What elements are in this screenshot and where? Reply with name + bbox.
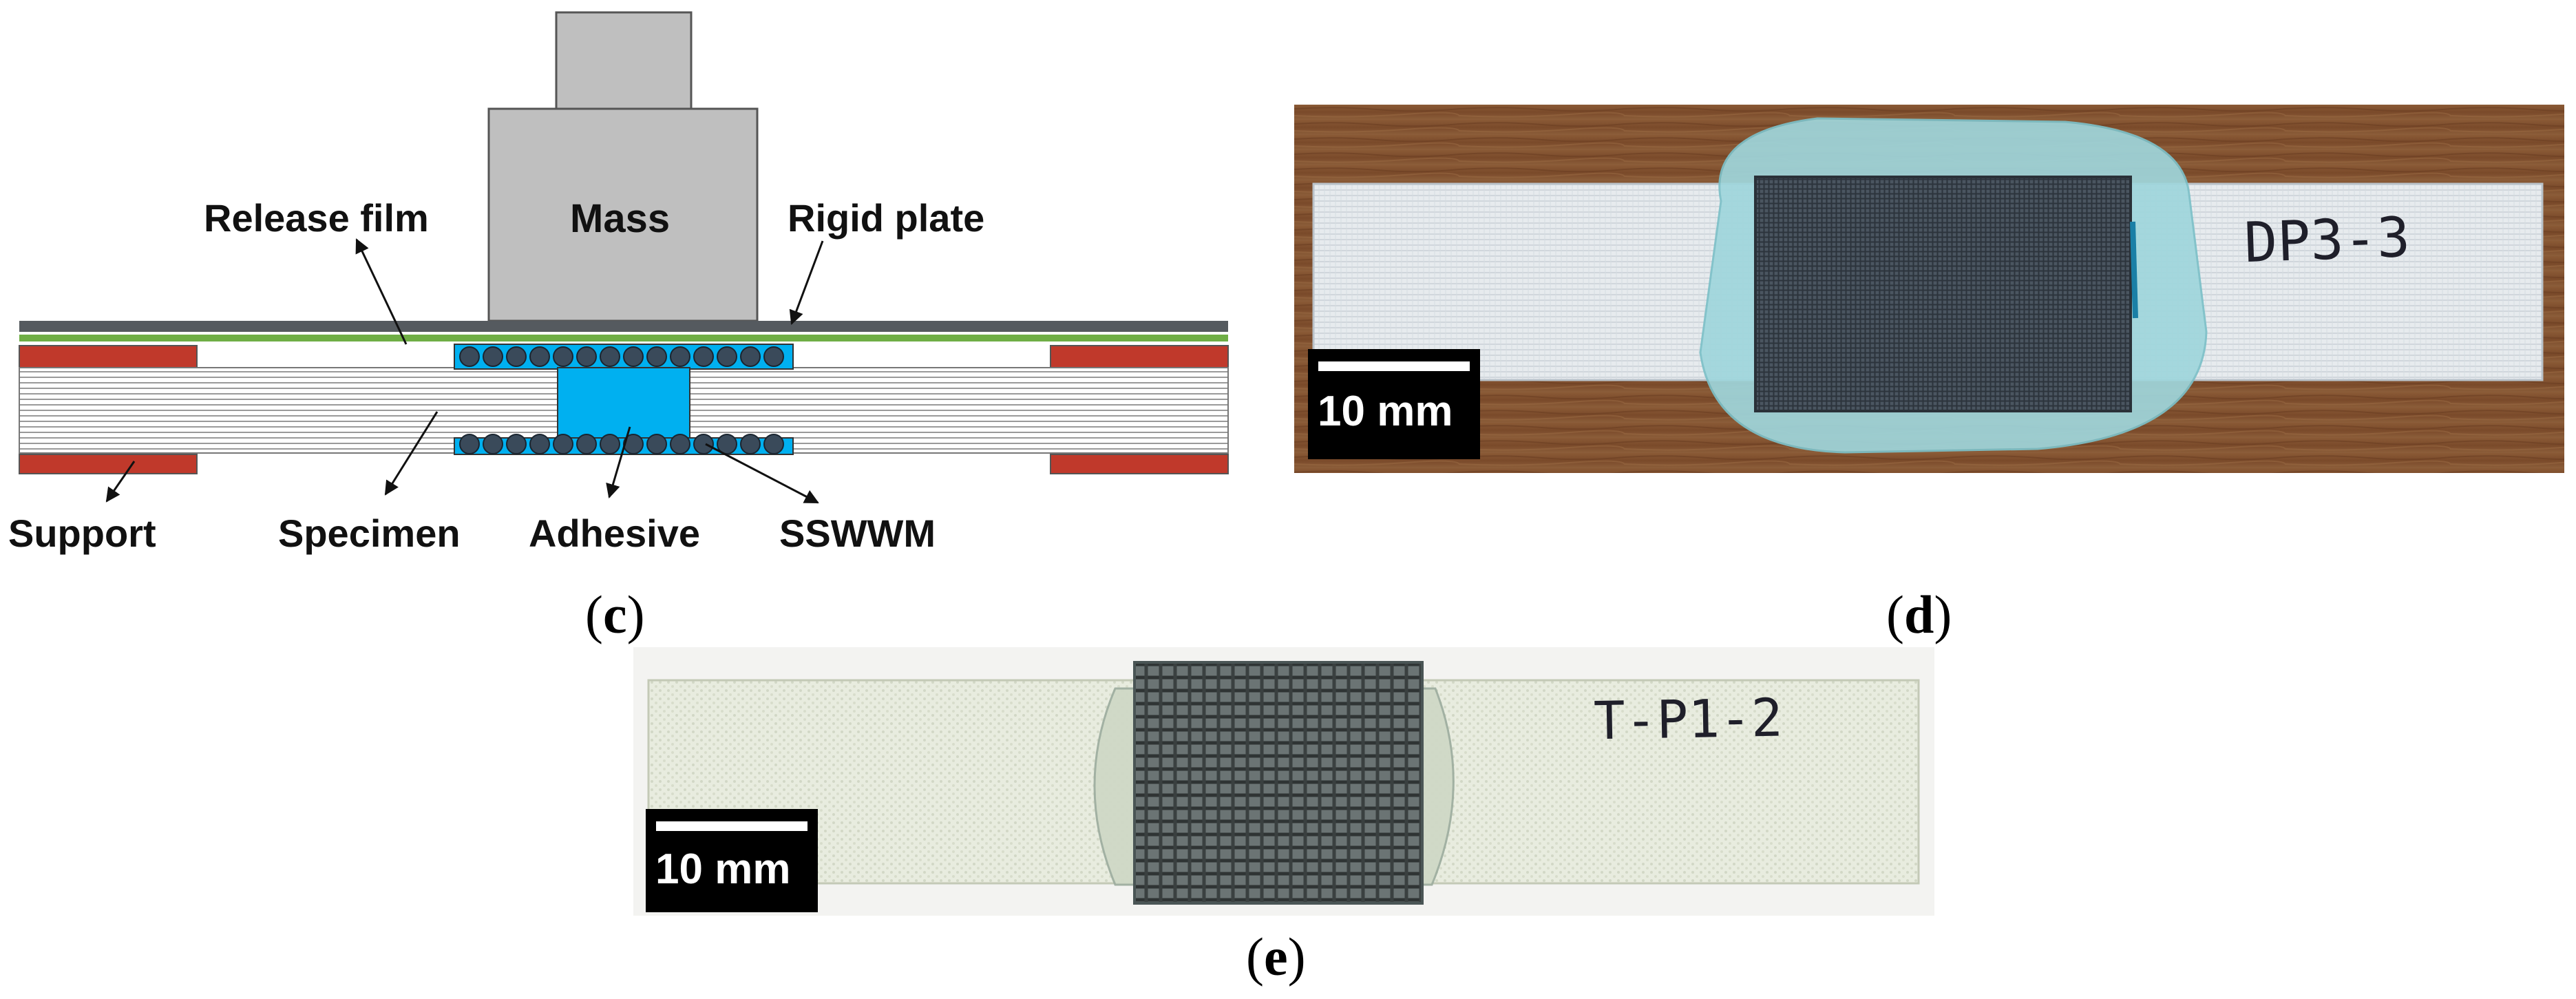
scale-bar-e: 10 mm — [646, 809, 818, 912]
upper-support-right — [1050, 345, 1229, 368]
sswwm-arrow — [705, 443, 819, 504]
adhesive-arrow — [606, 426, 631, 499]
support-label: Support — [8, 512, 156, 555]
sswwm-top-row — [459, 346, 784, 367]
photo-d-image — [1294, 105, 2564, 473]
adhesive-label: Adhesive — [529, 512, 700, 555]
lower-support-left — [19, 454, 198, 474]
mass-label: Mass — [570, 196, 671, 241]
photo-e-image — [633, 647, 1934, 916]
mass-top-block — [555, 11, 693, 110]
scale-bar-line-e — [656, 821, 807, 831]
handwritten-label-d: DP3-3 — [2243, 204, 2411, 275]
panel-label-d: (d) — [1886, 585, 1952, 644]
specimen-arrow — [384, 411, 439, 496]
photo-d: DP3-3 10 mm — [1294, 105, 2564, 473]
release-film — [19, 335, 1228, 341]
upper-support-left — [19, 345, 198, 368]
mesh-patch-e — [1133, 661, 1424, 905]
schematic-panel: Mass Release film Rigid plate Support Sp… — [0, 0, 1239, 571]
release-film-arrow — [355, 238, 408, 345]
release-film-label: Release film — [204, 196, 429, 240]
scale-bar-d: 10 mm — [1308, 349, 1480, 459]
rigid-plate-label: Rigid plate — [788, 196, 985, 240]
support-arrow — [105, 461, 136, 503]
schematic-drawing — [19, 11, 1229, 504]
sswwm-bottom-row — [459, 434, 784, 454]
photo-e: T-P1-2 10 mm — [633, 647, 1934, 916]
scale-bar-label-d: 10 mm — [1318, 388, 1453, 435]
mass-block — [487, 107, 759, 322]
rigid-plate — [19, 321, 1228, 332]
panel-label-c: (c) — [585, 585, 645, 644]
rigid-plate-arrow — [789, 240, 824, 325]
mesh-patch-d — [1754, 176, 2132, 412]
panel-label-e: (e) — [1246, 927, 1306, 987]
specimen-label: Specimen — [278, 512, 461, 555]
blue-mark-d — [2130, 221, 2138, 319]
scale-bar-label-e: 10 mm — [655, 845, 791, 893]
sswwm-label: SSWWM — [779, 512, 936, 555]
handwritten-label-e: T-P1-2 — [1593, 686, 1784, 752]
scale-bar-line-d — [1318, 361, 1470, 371]
lower-support-right — [1050, 454, 1229, 474]
